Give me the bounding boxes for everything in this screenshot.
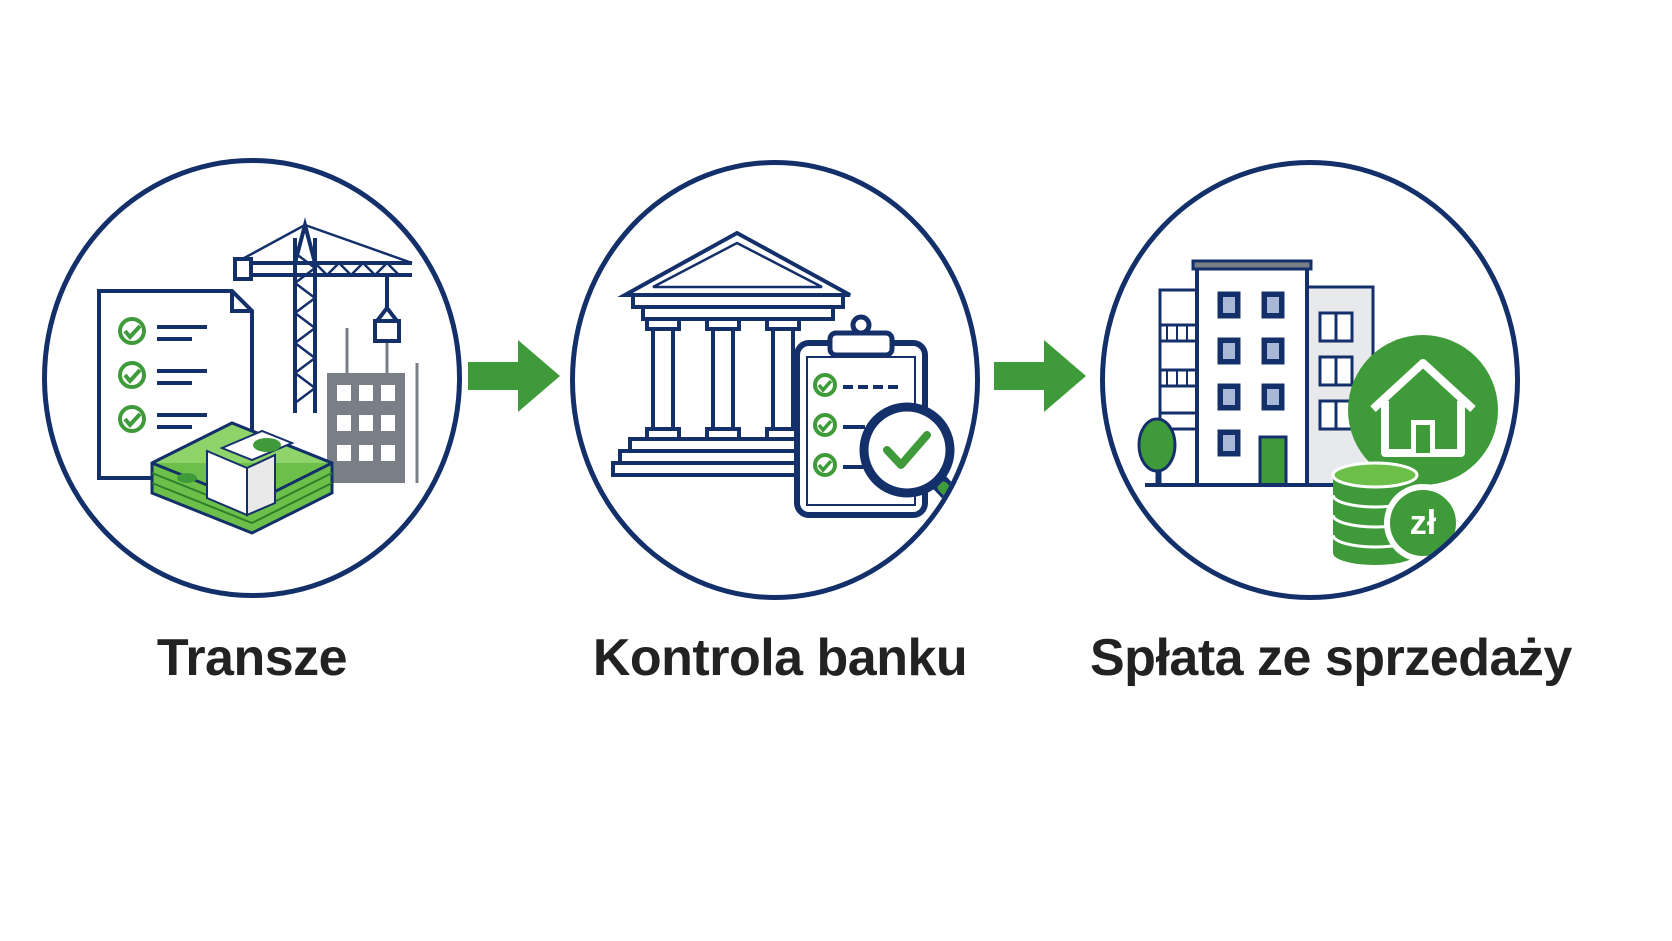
tree-icon bbox=[1137, 417, 1177, 485]
step-circle bbox=[570, 160, 980, 600]
magnifier-icon bbox=[859, 402, 975, 533]
building-frame-icon bbox=[327, 328, 419, 483]
clipboard-icon bbox=[794, 314, 928, 518]
step-label: Spłata ze sprzedaży bbox=[1090, 629, 1572, 687]
step-circle bbox=[42, 158, 462, 598]
arrow-right-icon bbox=[994, 340, 1086, 412]
step-label: Transze bbox=[156, 629, 348, 687]
coin-stack-icon bbox=[1331, 461, 1462, 565]
checklist-icon bbox=[118, 317, 207, 433]
construction-money-icon bbox=[97, 217, 419, 535]
money-stack-icon bbox=[150, 421, 334, 535]
step-label: Kontrola banku bbox=[592, 629, 968, 687]
step-circle: zł bbox=[1100, 160, 1520, 600]
arrow-right-icon bbox=[468, 340, 560, 412]
house-badge-icon bbox=[1348, 335, 1498, 485]
building-repayment-icon bbox=[1137, 259, 1498, 565]
zloty-symbol: zł bbox=[1409, 504, 1437, 542]
bank-inspection-icon bbox=[611, 230, 975, 533]
crane-icon bbox=[233, 217, 413, 413]
